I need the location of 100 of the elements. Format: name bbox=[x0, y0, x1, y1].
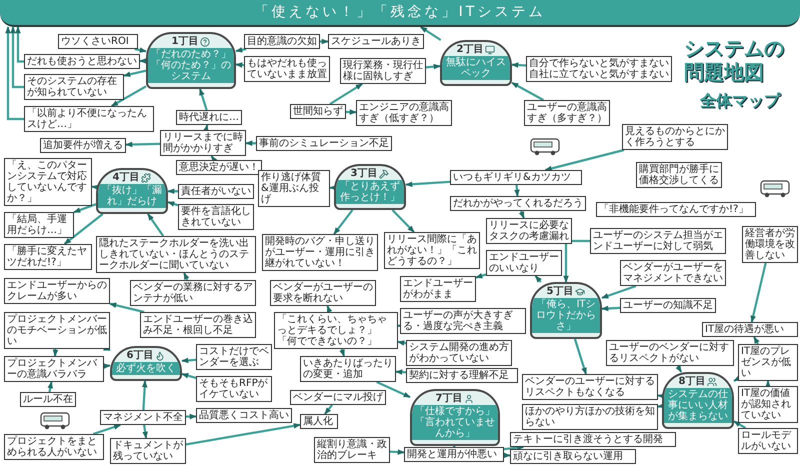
arrow bbox=[5, 26, 24, 120]
arrow bbox=[91, 184, 99, 190]
cause-text: プロジェクトをまとめられる人がいない bbox=[7, 436, 98, 458]
arrow bbox=[52, 348, 58, 357]
cause-text: ベンダーにマル投げ bbox=[293, 392, 383, 403]
arrow bbox=[142, 380, 148, 410]
station-sign bbox=[440, 40, 512, 86]
arrow bbox=[765, 380, 771, 388]
arrow bbox=[104, 363, 111, 369]
cause-text: 隠れたステークホルダーを洗い出しきれていない・ほんとうのステークホルダーに聞いていない bbox=[99, 238, 250, 271]
cause-box bbox=[4, 212, 74, 238]
cause-text: 「これくらい、ちゃちゃっとデキるでしょ？」「何でできないの？」 bbox=[277, 314, 388, 347]
arrow bbox=[329, 184, 336, 190]
arrow bbox=[395, 369, 406, 375]
cause-text: テキトーに引き渡そうとする開発 bbox=[513, 434, 664, 445]
arrow bbox=[186, 423, 301, 446]
arrow bbox=[134, 47, 147, 53]
cause-text: マネジメント不全 bbox=[103, 412, 183, 423]
cause-text: 事前のシミュレーション不足 bbox=[259, 138, 389, 149]
arrow bbox=[64, 213, 104, 245]
station-name: 2丁目 bbox=[456, 44, 484, 55]
arrow bbox=[475, 273, 486, 279]
station-caption: 「だれのため？」「何のため？」のシステム bbox=[148, 48, 234, 83]
arrow bbox=[601, 306, 620, 312]
station-caption: 「抜け」「漏れ」だらけ bbox=[98, 184, 166, 208]
arrow bbox=[73, 203, 96, 214]
cause-text: 縦割り意識・政治的ブレーキ bbox=[317, 439, 387, 461]
cause-text: 作り逃げ体質&運用ぶん投げ bbox=[261, 172, 322, 205]
cause-text: リリースに必要なタスクの考慮漏れ bbox=[489, 220, 569, 242]
arrow bbox=[329, 83, 363, 105]
arrow bbox=[733, 420, 746, 429]
map-title: システムの問題地図 bbox=[684, 36, 785, 84]
cause-box bbox=[20, 392, 76, 407]
cause-box bbox=[450, 196, 586, 211]
cause-box bbox=[274, 312, 398, 349]
cause-text: 時代遅れに… bbox=[179, 112, 239, 123]
cause-box bbox=[290, 390, 386, 405]
arrow bbox=[574, 338, 587, 375]
cause-text: エンドユーザーの巻き込み不足・根回し不足 bbox=[143, 314, 253, 336]
cause-text: もはやだれも使っていないまま放置 bbox=[247, 58, 327, 80]
station-caption: 必ず火を吹く bbox=[112, 362, 180, 375]
cause-text: ユーザーの意識高すぎ（多すぎ？） bbox=[527, 102, 607, 124]
cause-text: ウソくさいROI bbox=[61, 36, 130, 47]
cause-box bbox=[196, 408, 292, 423]
cause-text: ユーザーの知識不足 bbox=[623, 300, 713, 311]
cause-text: システム開発の進め方がわかっていない bbox=[409, 342, 509, 364]
arrow bbox=[753, 336, 760, 345]
cause-box bbox=[96, 236, 256, 273]
arrow bbox=[390, 449, 405, 455]
cause-box bbox=[738, 344, 798, 381]
arrow bbox=[392, 209, 415, 233]
arrow bbox=[518, 210, 525, 219]
arrow bbox=[235, 62, 244, 68]
cause-box bbox=[606, 340, 734, 366]
arrow bbox=[397, 340, 406, 346]
arrow bbox=[504, 452, 511, 458]
cause-text: エンドユーザーのいいなり bbox=[489, 252, 559, 274]
station-sign bbox=[146, 32, 236, 89]
arrow bbox=[10, 26, 24, 88]
arrow bbox=[47, 381, 53, 392]
arrow bbox=[147, 213, 164, 237]
cause-box bbox=[258, 170, 330, 207]
cause-text: プロジェクトメンバーの意識バラバラ bbox=[7, 358, 98, 380]
cause-text: エンドユーザーがわがまま bbox=[403, 278, 473, 300]
cause-text: リリース間際に「あれがない！」「これどうするの？」 bbox=[387, 234, 477, 267]
cause-text: 責任者がいない bbox=[181, 186, 251, 197]
arrow bbox=[601, 284, 636, 299]
station-sign bbox=[96, 168, 168, 214]
station-name: 1丁目 bbox=[172, 36, 198, 47]
cause-text: 経営者が労働環境を改善しない bbox=[745, 228, 795, 261]
cause-box bbox=[400, 308, 526, 334]
arrow bbox=[210, 155, 218, 163]
cause-box bbox=[738, 428, 798, 454]
arrow bbox=[750, 262, 767, 323]
arrow bbox=[167, 201, 178, 207]
cause-text: 契約に対する理解不足 bbox=[409, 370, 510, 381]
banner-text: 「使えない！」「残念な」ITシステム bbox=[254, 3, 546, 22]
arrow bbox=[333, 209, 354, 235]
cause-text: ほかのやり方ほかの技術を知らない bbox=[525, 406, 655, 428]
station-name: 6丁目 bbox=[126, 350, 154, 361]
cause-box bbox=[596, 202, 756, 217]
arrow bbox=[203, 124, 209, 132]
arrow bbox=[109, 302, 144, 314]
cause-box bbox=[620, 298, 716, 313]
cause-text: 属人化 bbox=[303, 416, 334, 427]
station-caption: 「仕様ですから」「言われていませんから」 bbox=[412, 405, 498, 440]
cause-text: ユーザーの声が大きすぎる・過度な完ぺき主義 bbox=[403, 310, 514, 332]
cause-text: IT屋の待遇が悪い bbox=[705, 324, 786, 335]
cause-text: そもそもRFPがイケていない bbox=[199, 378, 269, 400]
cause-text: ドキュメントが残っていない bbox=[113, 440, 183, 462]
cause-box bbox=[404, 447, 504, 462]
cause-text: 世間知らず bbox=[293, 106, 343, 117]
arrow bbox=[534, 275, 542, 283]
station-name: 5丁目 bbox=[546, 286, 574, 297]
arrow bbox=[181, 358, 196, 364]
arrow bbox=[245, 140, 256, 146]
cause-text: 「非機能要件ってなんですか!?」 bbox=[599, 204, 750, 215]
cause-text: 自分で作らないと気がすまない自社に立てないと気がすまない bbox=[529, 58, 669, 80]
arrow bbox=[167, 188, 178, 194]
cause-text: 「結局、手運用だらけ…」 bbox=[7, 214, 68, 236]
